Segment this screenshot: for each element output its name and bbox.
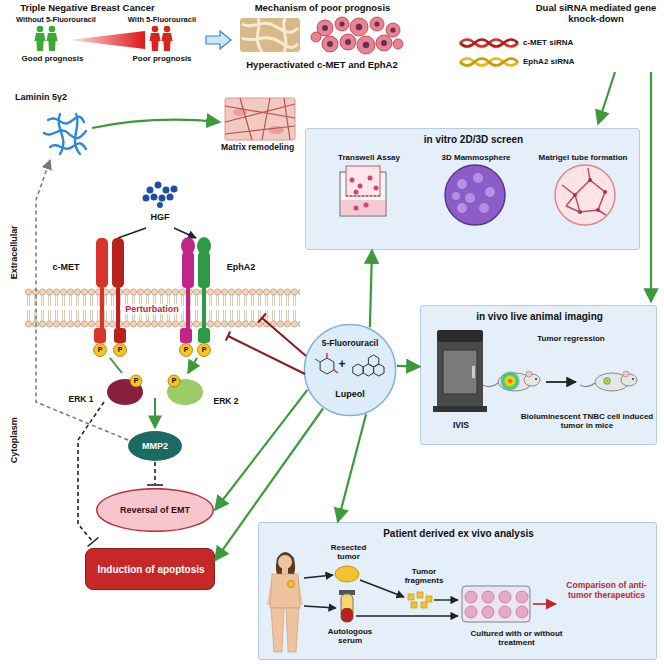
feedback-line (36, 160, 128, 440)
effect-arrow (397, 365, 420, 368)
node-outline (303, 323, 397, 417)
phospho-tag: P (130, 377, 142, 385)
phospho-tag: P (114, 346, 126, 354)
effect-arrow (370, 250, 372, 327)
matrix-network-image (240, 18, 300, 52)
assay-panel: Patient derived ex vivo analysisResected… (258, 522, 657, 660)
outcome-box: Induction of apoptosis (85, 548, 215, 590)
outcome-label: Poor prognosis (117, 54, 207, 63)
section-heading: Mechanism of poor prognosis (235, 3, 410, 14)
node-text: Resected tumor (321, 543, 376, 561)
node-text: Comparison of anti-tumor therapeutics (559, 581, 654, 601)
node-heading: Induction of apoptosis (96, 564, 206, 576)
node-text: Bioluminescent TNBC cell induced tumor i… (519, 412, 655, 430)
node-text: Matrigel tube formation (528, 153, 638, 162)
phospho-tag: P (198, 346, 210, 354)
node-heading: Patient derived ex vivo analysis (259, 528, 658, 540)
node-heading: in vitro 2D/3D screen (306, 134, 641, 146)
compartment-label: Cytoplasm (9, 405, 19, 475)
section-heading: Hyperactivated c-MET and EphA2 (222, 60, 422, 71)
epha2-receptor (180, 237, 211, 343)
node-text: Tumor regression (526, 334, 616, 343)
node-heading: Reversal of EMT (115, 505, 195, 515)
mmp2-icon (128, 431, 182, 461)
node-text: 3D Mammosphere (426, 153, 526, 162)
node-text: Lupeol (303, 389, 397, 399)
node-text: Autologous serum (319, 627, 381, 645)
phospho-sites (94, 344, 211, 357)
matrix-remodeling-image (225, 98, 295, 140)
laminin-icon (44, 114, 86, 154)
section-heading: Triple Negative Breast Cancer (5, 3, 170, 14)
node-text: + (336, 358, 348, 372)
ligand-label: HGF (140, 212, 180, 222)
cmet-receptor (94, 238, 126, 343)
mammosphere-image (445, 165, 505, 225)
drug-circle: 5-Fluorouracil + Lupeol (303, 323, 397, 417)
ex-vivo-workflow (304, 566, 556, 622)
inhibition-lines (226, 314, 306, 375)
ivis-imager (433, 330, 487, 412)
sirna-label: c-MET siRNA (523, 38, 603, 47)
effect-arrow (215, 409, 323, 561)
prognosis-figures (34, 26, 231, 51)
protein-label: ERK 1 (60, 395, 102, 405)
section-heading: Dual siRNA mediated gene knock-down (535, 3, 657, 25)
tube-formation-image (555, 165, 615, 225)
node-heading: 5-Fluorouracil (303, 339, 397, 349)
node-text: Cultured with or without treatment (454, 629, 579, 647)
effect-arrow (215, 390, 307, 510)
tumor-cells-image (311, 17, 403, 54)
receptor-label: c-MET (45, 262, 87, 272)
node-text: IVIS (436, 421, 486, 431)
effect-arrow (338, 414, 366, 522)
receptor-label: EphA2 (220, 262, 262, 272)
node-text: Tumor fragments (394, 567, 454, 585)
remodeling-arrow (92, 120, 220, 128)
phospho-tag: P (168, 377, 180, 385)
patient-figure (267, 552, 303, 652)
protein-label: ERK 2 (205, 397, 247, 407)
drug-molecules (315, 353, 384, 376)
cell-membrane (25, 288, 300, 328)
enzyme-label: MMP2 (130, 441, 180, 451)
transwell-image (340, 166, 386, 216)
node-heading: in vivo live animal imaging (421, 311, 658, 323)
effect-label: Perturbation (121, 304, 183, 314)
phospho-tag: P (94, 346, 106, 354)
outcome-label: Good prognosis (10, 54, 95, 63)
signal-arrows (110, 358, 197, 373)
phospho-tag: P (180, 346, 192, 354)
compartment-label: Extracellular (9, 212, 19, 292)
signal-arrow (154, 398, 156, 428)
group-label: With 5-Fluorouracil (112, 16, 212, 25)
hgf-ligands (143, 182, 178, 209)
node-text: Transwell Assay (314, 153, 424, 162)
group-label: Without 5-Fluorouracil (3, 16, 109, 25)
binding-arrows (118, 228, 196, 238)
sirna-label: EphA2 siRNA (523, 57, 603, 66)
outcome-ellipse: Reversal of EMT (95, 488, 215, 532)
inhibitory-links (78, 402, 163, 547)
process-label: Matrix remodeling (215, 143, 300, 153)
mice-images (483, 371, 637, 391)
molecule-label: Laminin 5γ2 (15, 92, 105, 102)
